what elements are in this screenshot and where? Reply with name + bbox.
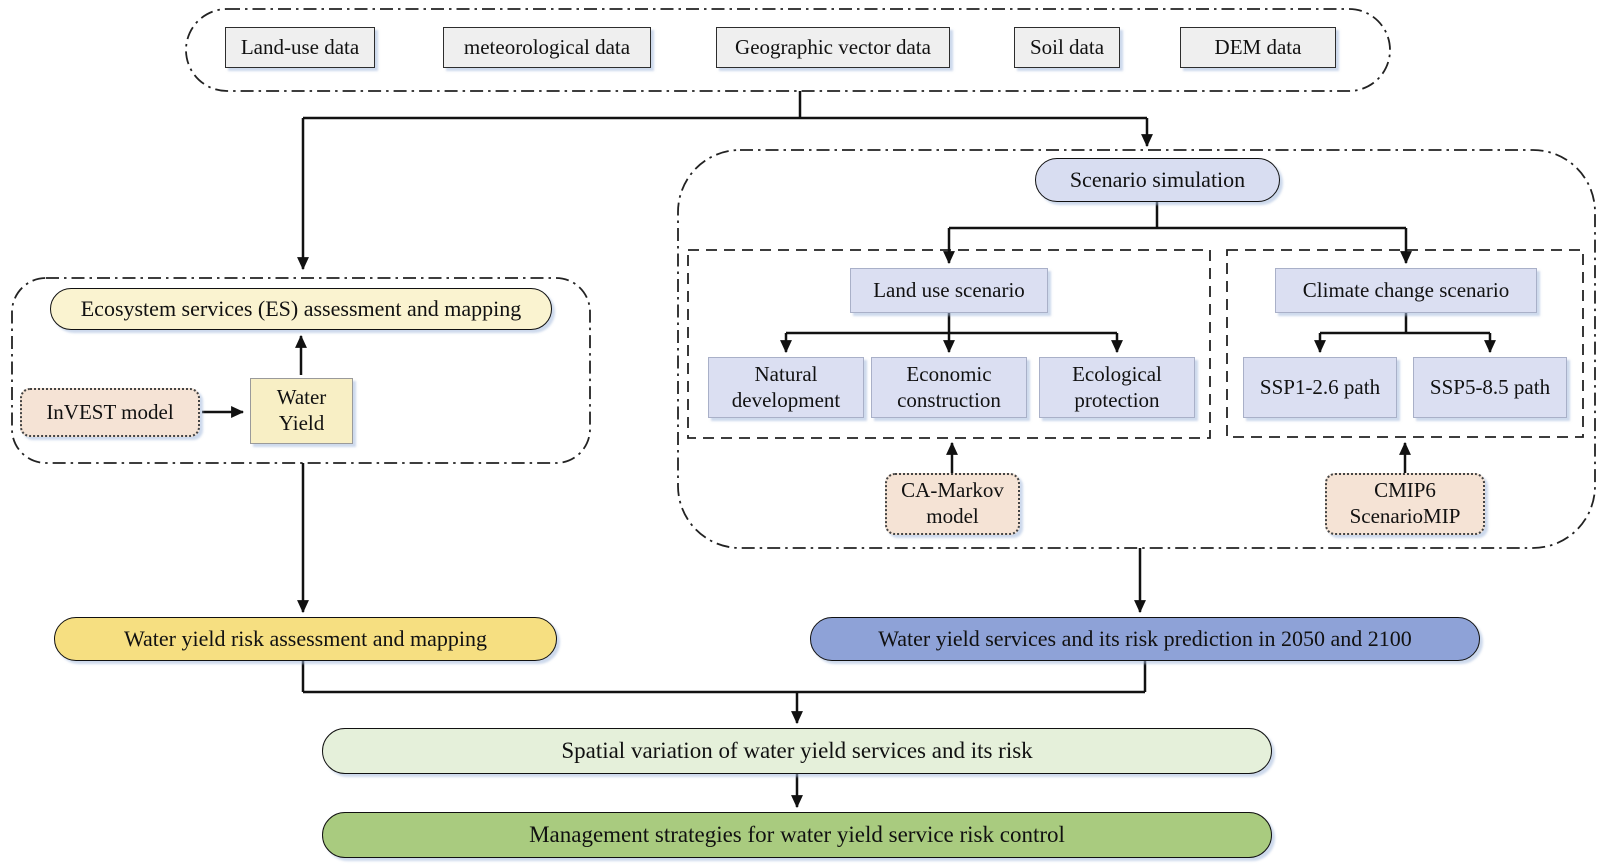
node-land-use-scenario: Land use scenario	[850, 268, 1048, 313]
node-water-yield: Water Yield	[250, 378, 353, 444]
node-ecological-protection: Ecological protection	[1039, 357, 1195, 418]
data-sources-container	[185, 8, 1391, 92]
connector-landuse-children	[780, 313, 1123, 354]
connector-data-to-branches	[297, 91, 1153, 271]
connector-merge-to-spatial	[301, 661, 1147, 725]
node-es-assessment-title: Ecosystem services (ES) assessment and m…	[50, 288, 552, 330]
node-land-use-data: Land-use data	[225, 27, 375, 68]
node-natural-development: Natural development	[708, 357, 864, 418]
node-geographic-vector-data: Geographic vector data	[716, 27, 950, 68]
node-prediction-result: Water yield services and its risk predic…	[810, 617, 1480, 661]
node-water-yield-risk-result: Water yield risk assessment and mapping	[54, 617, 557, 661]
node-meteorological-data: meteorological data	[443, 27, 651, 68]
climate-scenario-container	[1226, 249, 1584, 438]
node-spatial-variation: Spatial variation of water yield service…	[322, 728, 1272, 774]
node-scenario-simulation-title: Scenario simulation	[1035, 158, 1280, 202]
node-management-strategies: Management strategies for water yield se…	[322, 812, 1272, 858]
node-climate-change-scenario: Climate change scenario	[1275, 268, 1537, 313]
node-ssp5-path: SSP5-8.5 path	[1413, 357, 1567, 418]
node-dem-data: DEM data	[1180, 27, 1336, 68]
node-cmip6-scenariomip: CMIP6 ScenarioMIP	[1325, 473, 1485, 535]
es-assessment-container	[11, 277, 591, 464]
connector-climate-children	[1314, 313, 1496, 354]
node-economic-construction: Economic construction	[871, 357, 1027, 418]
node-soil-data: Soil data	[1014, 27, 1120, 68]
node-ca-markov-model: CA-Markov model	[885, 473, 1020, 535]
node-invest-model: InVEST model	[20, 388, 200, 437]
connector-scenario-split	[943, 202, 1412, 265]
scenario-simulation-container	[677, 149, 1596, 549]
node-ssp1-path: SSP1-2.6 path	[1243, 357, 1397, 418]
